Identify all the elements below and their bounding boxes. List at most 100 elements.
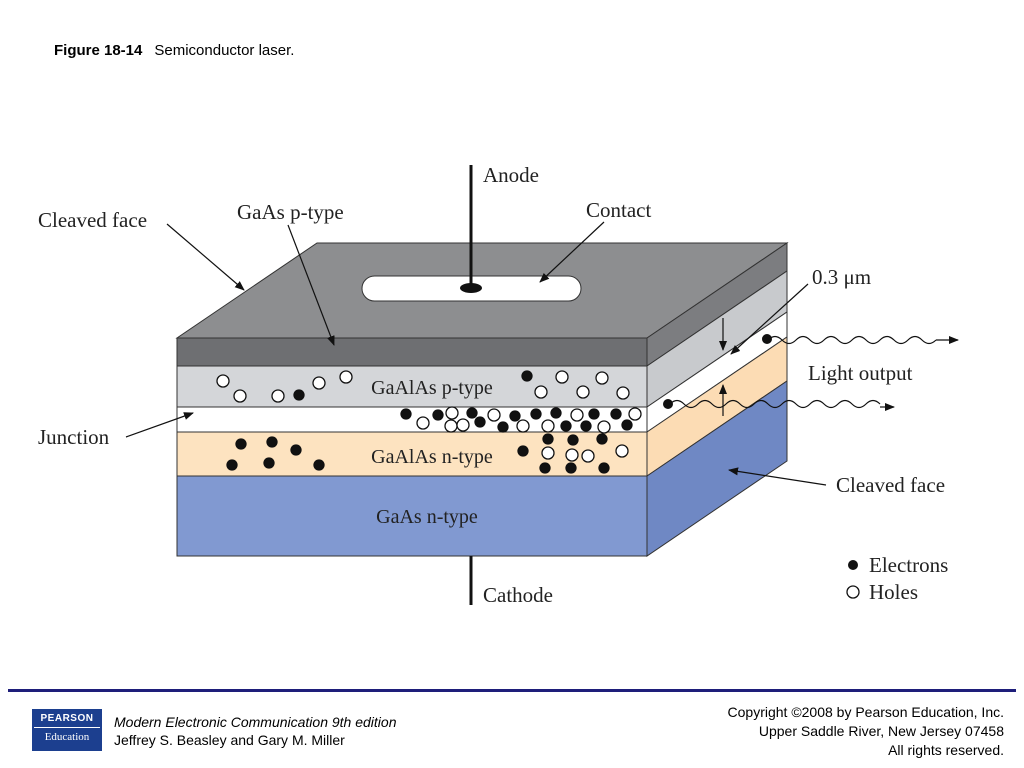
legend-hole-icon: [846, 585, 860, 599]
junction-arrow: [125, 412, 194, 438]
cleaved-face-right-arrow: [728, 467, 827, 486]
emitting-electron-lower: [663, 399, 673, 409]
hole: [615, 444, 629, 458]
pearson-logo: PEARSON Education: [32, 709, 102, 751]
electron: [432, 409, 444, 421]
electron: [466, 407, 478, 419]
gaalas-n-layer-label: GaAlAs n-type: [371, 446, 493, 468]
hole: [576, 385, 590, 399]
hole: [570, 408, 584, 422]
hole: [541, 419, 555, 433]
electron: [588, 408, 600, 420]
electron: [226, 459, 238, 471]
electron: [542, 433, 554, 445]
figure-number: Figure 18-14: [54, 42, 143, 59]
electron: [530, 408, 542, 420]
hole: [445, 406, 459, 420]
legend-electrons-label: Electrons: [869, 553, 948, 577]
electron: [266, 436, 278, 448]
gaalas-p-front: [176, 365, 648, 408]
electron: [596, 433, 608, 445]
hole: [444, 419, 458, 433]
gaalas-p-layer-label: GaAlAs p-type: [371, 377, 493, 399]
thickness-label: 0.3 μm: [812, 265, 871, 289]
electron: [560, 420, 572, 432]
p-layer-carriers: [216, 370, 630, 403]
anode-label: Anode: [483, 163, 539, 187]
light-output-label: Light output: [808, 361, 913, 385]
book-authors: Jeffrey S. Beasley and Gary M. Miller: [114, 732, 345, 748]
junction-label: Junction: [38, 425, 110, 449]
figure-caption: Semiconductor laser.: [154, 42, 295, 59]
electron: [621, 419, 633, 431]
electron: [539, 462, 551, 474]
legend-holes-label: Holes: [869, 580, 918, 604]
electron: [565, 462, 577, 474]
footer-divider: [8, 689, 1016, 692]
electron: [580, 420, 592, 432]
electron: [610, 408, 622, 420]
hole: [595, 371, 609, 385]
electron: [290, 444, 302, 456]
electron: [474, 416, 486, 428]
logo-bottom-text: Education: [44, 731, 90, 743]
hole: [581, 449, 595, 463]
thickness-arrow: [730, 283, 809, 355]
rights-line: All rights reserved.: [888, 742, 1004, 758]
copyright-line: Copyright ©2008 by Pearson Education, In…: [727, 704, 1004, 720]
electron: [509, 410, 521, 422]
light-wave-upper: [767, 335, 937, 345]
cleaved-face-top-arrow: [166, 223, 245, 291]
hole: [339, 370, 353, 384]
gaas-n-side: [646, 380, 788, 557]
hole: [534, 385, 548, 399]
gaas-p-type-label: GaAs p-type: [237, 200, 344, 224]
electron: [567, 434, 579, 446]
contact-label: Contact: [586, 198, 651, 222]
hole: [597, 420, 611, 434]
hole: [555, 370, 569, 384]
electron: [235, 438, 247, 450]
hole: [233, 389, 247, 403]
n-layer-carriers: [226, 433, 629, 474]
electron: [517, 445, 529, 457]
light-wave-lower: [669, 399, 881, 409]
cathode-label: Cathode: [483, 583, 553, 607]
gaas-p-arrow: [287, 224, 335, 346]
hole: [456, 418, 470, 432]
figure-title: Figure 18-14 Semiconductor laser.: [54, 42, 294, 59]
copyright-block: Copyright ©2008 by Pearson Education, In…: [728, 703, 1004, 760]
hole: [516, 419, 530, 433]
electron: [521, 370, 533, 382]
hole: [565, 448, 579, 462]
cleaved-face-right-label: Cleaved face: [836, 473, 945, 497]
book-citation: Modern Electronic Communication 9th edit…: [114, 713, 396, 749]
junction-carriers: [400, 406, 642, 434]
gaas-p-front: [176, 337, 648, 367]
emitting-electron-upper: [762, 334, 772, 344]
hole: [487, 408, 501, 422]
hole: [312, 376, 326, 390]
electron: [293, 389, 305, 401]
active-layer-front: [176, 406, 648, 433]
hole: [216, 374, 230, 388]
hole: [271, 389, 285, 403]
logo-top-text: PEARSON: [34, 709, 100, 728]
contact-arrow: [539, 221, 605, 283]
electron: [263, 457, 275, 469]
book-title: Modern Electronic Communication 9th edit…: [114, 714, 397, 730]
electron: [550, 407, 562, 419]
hole: [416, 416, 430, 430]
address-line: Upper Saddle River, New Jersey 07458: [758, 723, 1004, 739]
hole: [616, 386, 630, 400]
electron: [598, 462, 610, 474]
electron: [400, 408, 412, 420]
cleaved-face-top-label: Cleaved face: [38, 208, 147, 232]
hole: [628, 407, 642, 421]
electron: [313, 459, 325, 471]
hole: [541, 446, 555, 460]
electron: [497, 421, 509, 433]
gaas-n-layer-label: GaAs n-type: [376, 506, 478, 528]
legend-electron-icon: [848, 560, 858, 570]
